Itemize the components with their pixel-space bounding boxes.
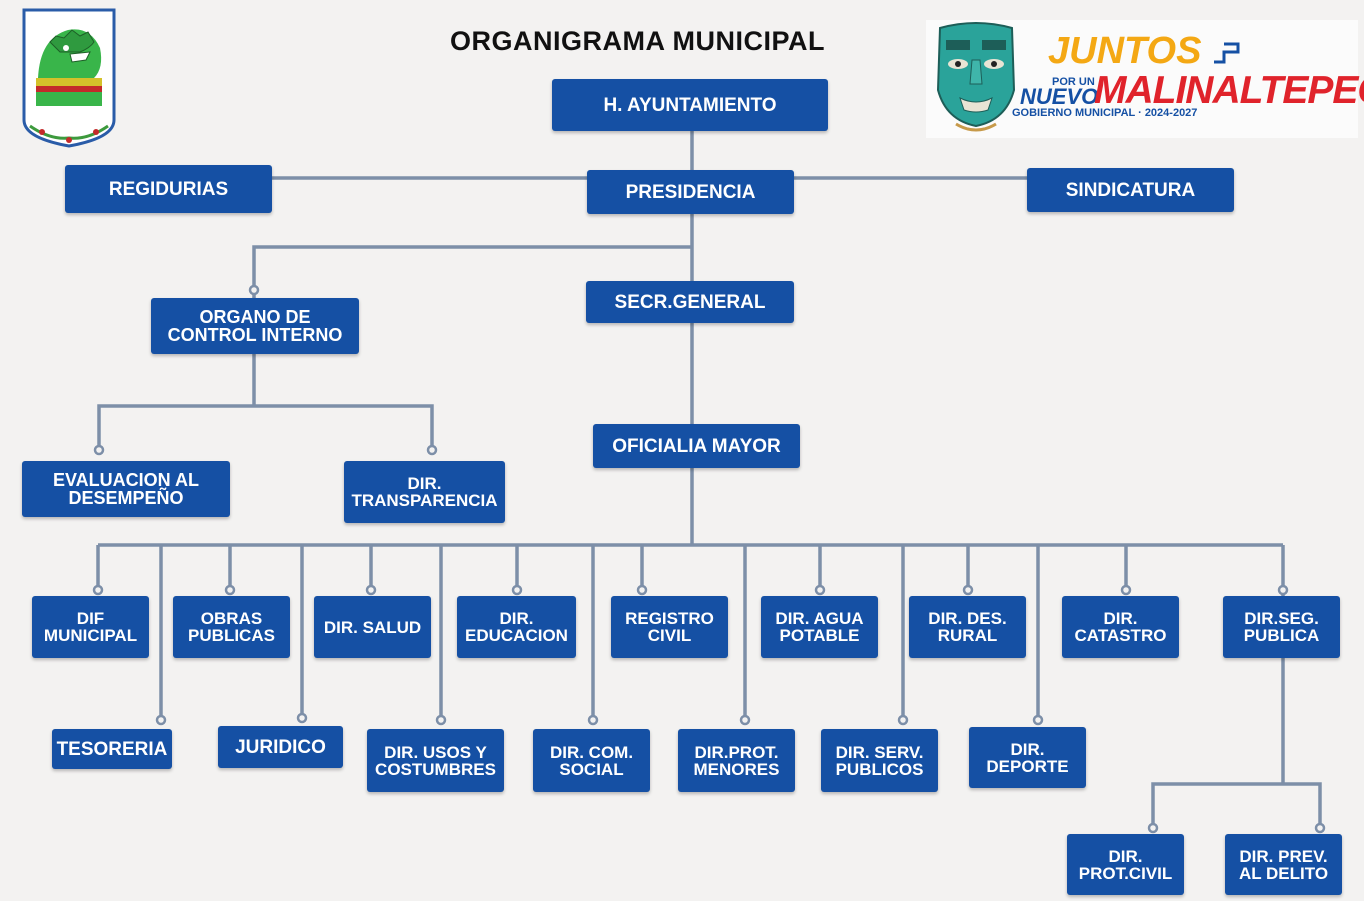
node-juridico[interactable]: JURIDICO [218,726,343,768]
node-dir-educacion[interactable]: DIR. EDUCACION [457,596,576,658]
node-h-ayuntamiento[interactable]: H. AYUNTAMIENTO [552,79,828,131]
node-dir-prev-delito[interactable]: DIR. PREV. AL DELITO [1225,834,1342,895]
node-regidurias[interactable]: REGIDURIAS [65,165,272,213]
node-dir-com-social[interactable]: DIR. COM. SOCIAL [533,729,650,792]
brand-word-nuevo: NUEVO [1020,84,1099,109]
page-title: ORGANIGRAMA MUNICIPAL [450,26,825,56]
node-dir-des-rural[interactable]: DIR. DES. RURAL [909,596,1026,658]
brand-word-malinaltepec: MALINALTEPEC [1094,69,1364,112]
node-evaluacion-desempeno[interactable]: EVALUACION AL DESEMPEÑO [22,461,230,517]
brand-word-juntos: JUNTOS [1048,30,1202,72]
node-dir-agua-potable[interactable]: DIR. AGUA POTABLE [761,596,878,658]
node-obras-publicas[interactable]: OBRAS PUBLICAS [173,596,290,658]
node-dir-salud[interactable]: DIR. SALUD [314,596,431,658]
node-dir-seg-publica[interactable]: DIR.SEG. PUBLICA [1223,596,1340,658]
municipal-emblem [22,8,116,148]
node-dir-serv-publicos[interactable]: DIR. SERV. PUBLICOS [821,729,938,792]
node-sindicatura[interactable]: SINDICATURA [1027,168,1234,212]
node-secr-general[interactable]: SECR.GENERAL [586,281,794,323]
node-dir-prot-menores[interactable]: DIR.PROT. MENORES [678,729,795,792]
node-dir-usos-costumbres[interactable]: DIR. USOS Y COSTUMBRES [367,729,504,792]
node-presidencia[interactable]: PRESIDENCIA [587,170,794,214]
brand-small: POR UN [1052,76,1095,88]
node-dir-transparencia[interactable]: DIR. TRANSPARENCIA [344,461,505,523]
node-dir-deporte[interactable]: DIR. DEPORTE [969,727,1086,788]
node-organo-control-interno[interactable]: ORGANO DE CONTROL INTERNO [151,298,359,354]
mask-icon [936,22,1016,132]
brand-logo: JUNTOS POR UN NUEVO MALINALTEPEC GOBIERN… [926,20,1364,138]
node-tesoreria[interactable]: TESORERIA [52,729,172,769]
node-registro-civil[interactable]: REGISTRO CIVIL [611,596,728,658]
node-oficialia-mayor[interactable]: OFICIALIA MAYOR [593,424,800,468]
node-dir-catastro[interactable]: DIR. CATASTRO [1062,596,1179,658]
node-dif-municipal[interactable]: DIF MUNICIPAL [32,596,149,658]
node-dir-prot-civil[interactable]: DIR. PROT.CIVIL [1067,834,1184,895]
brand-flag-icon [1214,42,1240,64]
brand-subtitle: GOBIERNO MUNICIPAL · 2024-2027 [1012,107,1198,119]
